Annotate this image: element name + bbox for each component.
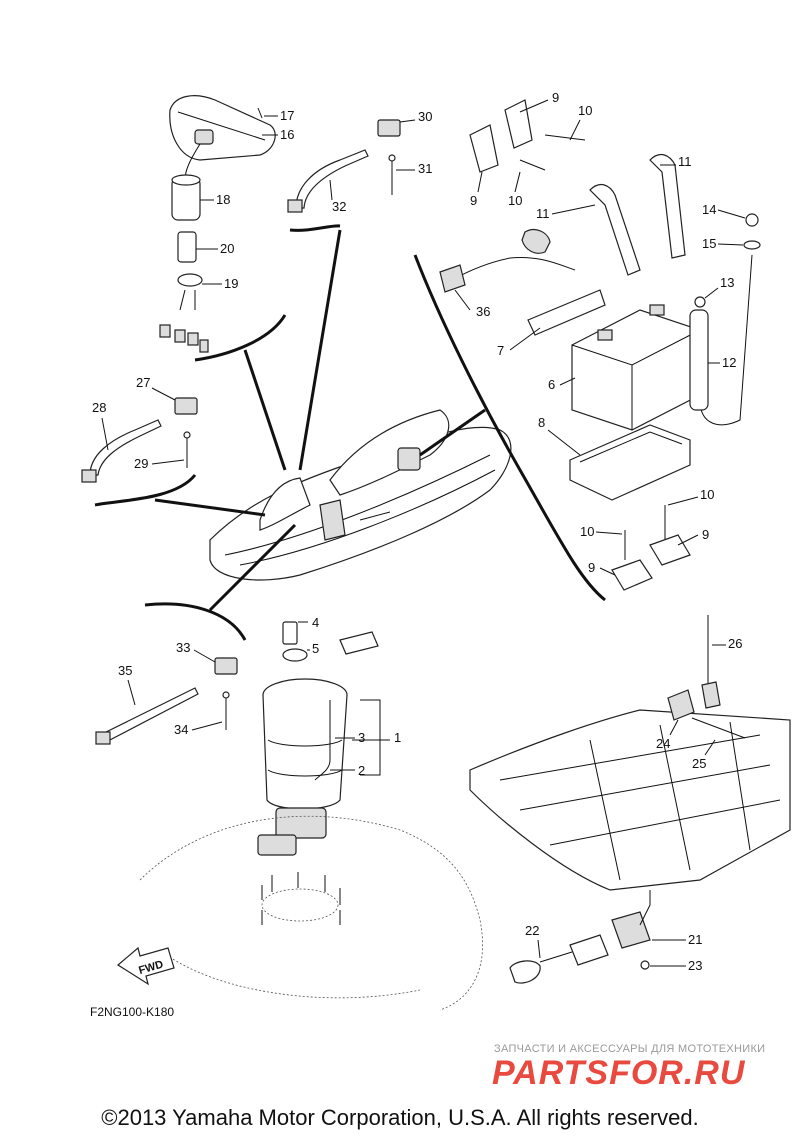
callout-25: 25 — [692, 756, 706, 771]
diagram-code: F2NG100-K180 — [90, 1005, 174, 1019]
hull-frame — [469, 615, 791, 984]
callout-19: 19 — [224, 276, 238, 291]
callout-9a: 9 — [552, 90, 559, 105]
callout-30: 30 — [418, 109, 432, 124]
watermark-logo: PARTSFOR.RU — [492, 1054, 746, 1092]
callout-34: 34 — [174, 722, 188, 737]
callout-2: 2 — [358, 763, 365, 778]
callout-3: 3 — [358, 730, 365, 745]
callout-12: 12 — [722, 355, 736, 370]
callout-1: 1 — [394, 730, 401, 745]
callout-labels: 1 2 3 4 5 6 7 8 9 9 9 9 10 10 10 10 11 1… — [92, 90, 746, 973]
callout-14: 14 — [702, 202, 716, 217]
callout-36: 36 — [476, 304, 490, 319]
callout-18: 18 — [216, 192, 230, 207]
callout-27: 27 — [136, 375, 150, 390]
callout-11b: 11 — [536, 206, 550, 221]
callout-24: 24 — [656, 736, 670, 751]
watercraft-hull — [209, 409, 512, 581]
callout-7: 7 — [497, 343, 504, 358]
callout-17: 17 — [280, 108, 294, 123]
callout-15: 15 — [702, 236, 716, 251]
callout-8: 8 — [538, 415, 545, 430]
callout-5: 5 — [312, 641, 319, 656]
fuel-cap-assembly — [159, 95, 276, 353]
callout-35: 35 — [118, 663, 132, 678]
copyright-notice: ©2013 Yamaha Motor Corporation, U.S.A. A… — [101, 1105, 699, 1130]
callout-31: 31 — [418, 161, 432, 176]
callout-32: 32 — [332, 199, 346, 214]
callout-10d: 10 — [580, 524, 594, 539]
callout-28: 28 — [92, 400, 106, 415]
callout-20: 20 — [220, 241, 234, 256]
callout-21: 21 — [688, 932, 702, 947]
callout-22: 22 — [525, 923, 539, 938]
callout-10b: 10 — [508, 193, 522, 208]
watermark-tagline: ЗАПЧАСТИ И АКСЕССУАРЫ ДЛЯ МОТОТЕХНИКИ — [494, 1043, 766, 1055]
callout-6: 6 — [548, 377, 555, 392]
assembly-leaders — [94, 224, 606, 641]
callout-4: 4 — [312, 615, 319, 630]
callout-9d: 9 — [588, 560, 595, 575]
band-clip-group-left — [81, 397, 198, 483]
battery-assembly — [439, 99, 761, 591]
callout-33: 33 — [176, 640, 190, 655]
callout-13: 13 — [720, 275, 734, 290]
callout-16: 16 — [280, 127, 294, 142]
callout-9c: 9 — [702, 527, 709, 542]
band-clip-group-bottom — [95, 657, 238, 745]
callout-9b: 9 — [470, 193, 477, 208]
callout-26: 26 — [728, 636, 742, 651]
callout-10a: 10 — [578, 103, 592, 118]
callout-23: 23 — [688, 958, 702, 973]
fwd-arrow: FWD — [116, 946, 175, 986]
band-clip-group-top — [287, 119, 401, 213]
callout-10c: 10 — [700, 487, 714, 502]
mounting-base — [139, 815, 483, 1011]
fuel-pump-assembly — [257, 621, 379, 856]
callout-11a: 11 — [678, 154, 692, 169]
callout-29: 29 — [134, 456, 148, 471]
